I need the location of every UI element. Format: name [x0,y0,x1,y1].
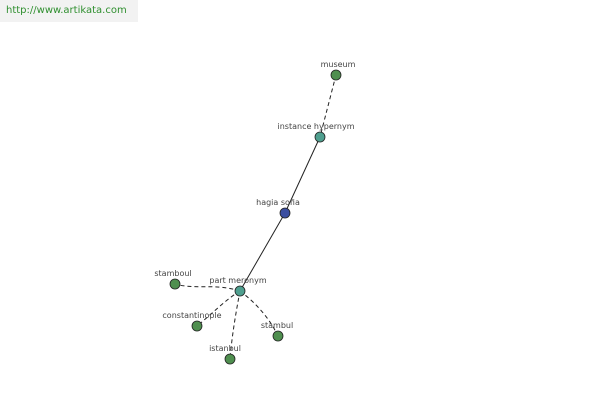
edge-museum-instance-hypernym [319,74,337,138]
label-part-meronym: part meronym [209,276,266,285]
label-stambul: stambul [261,321,293,330]
node-stambul[interactable] [272,330,284,342]
edge-part-meronym-stamboul [174,283,241,292]
edge-instance-hypernym-hagia-sofia [284,136,321,214]
node-part-meronym[interactable] [234,285,246,297]
label-instance-hypernym: instance hypernym [278,122,355,131]
node-constantinople[interactable] [191,320,203,332]
node-stamboul[interactable] [169,278,181,290]
node-istanbul[interactable] [224,353,236,365]
label-istanbul: istanbul [209,344,241,353]
label-museum: museum [321,60,356,69]
label-constantinople: constantinople [162,311,221,320]
node-instance-hypernym[interactable] [314,131,326,143]
label-hagia-sofia: hagia sofia [256,198,300,207]
node-hagia-sofia[interactable] [279,207,291,219]
edge-hagia-sofia-part-meronym [239,212,286,292]
watermark-link[interactable]: http://www.artikata.com [0,0,138,22]
node-museum[interactable] [330,69,342,81]
edge-part-meronym-constantinople [196,290,241,327]
label-stamboul: stamboul [154,269,191,278]
